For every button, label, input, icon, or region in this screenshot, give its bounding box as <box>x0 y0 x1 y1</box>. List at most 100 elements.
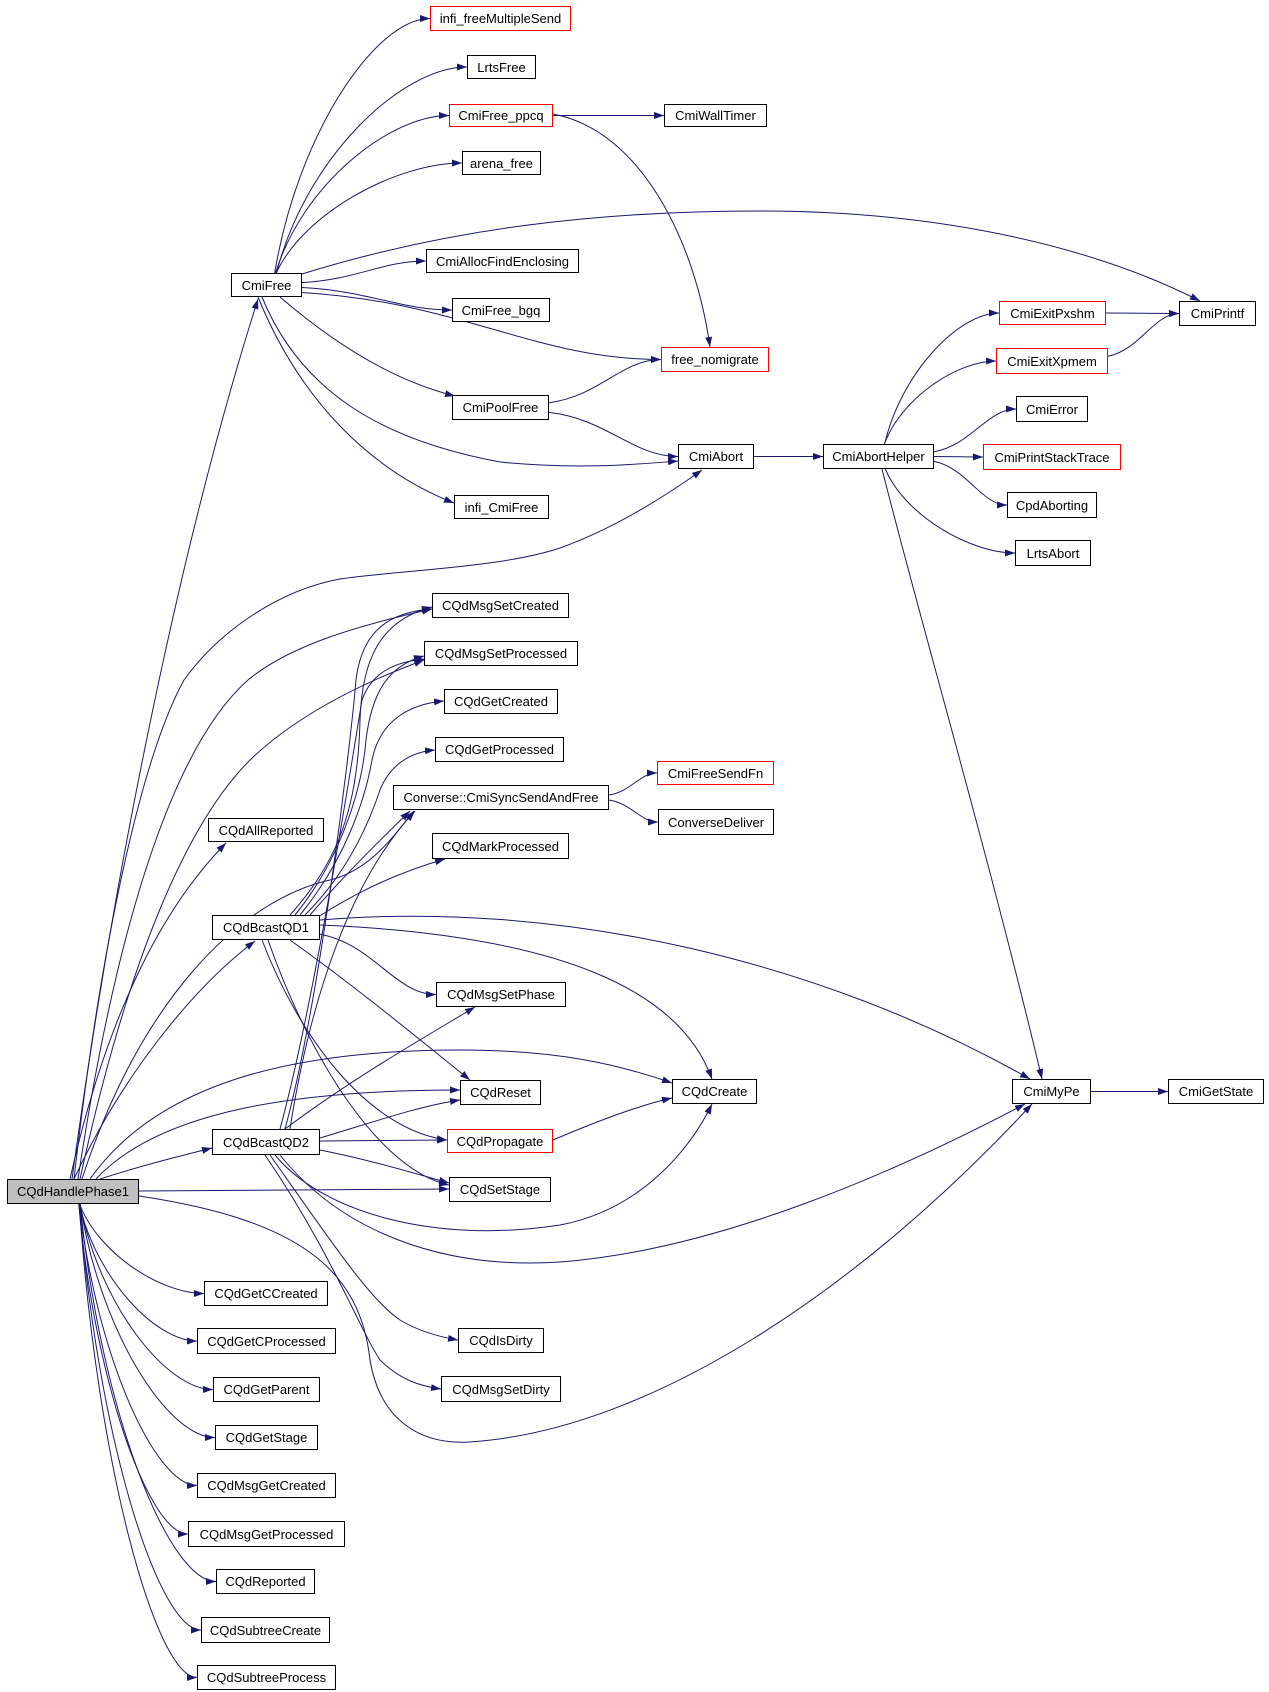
edge-cmifree-ppcq-to-free-nomigrate <box>552 113 713 348</box>
node-cqdpropagate[interactable]: CQdPropagate <box>447 1129 553 1153</box>
edge-cqdhandlephase1-to-cmiabort <box>73 469 703 1180</box>
node-cqdsubtreecreate[interactable]: CQdSubtreeCreate <box>201 1617 330 1643</box>
edge-cqdbcastqd2-to-cmimype <box>279 1103 1026 1264</box>
node-cmiaborthelper[interactable]: CmiAbortHelper <box>823 444 934 469</box>
node-cqdreported[interactable]: CQdReported <box>216 1569 315 1594</box>
node-cqdmsggetcreated[interactable]: CQdMsgGetCreated <box>197 1473 336 1498</box>
edge-cmiaborthelper-to-cmimype <box>881 468 1044 1080</box>
edge-cqdbcastqd1-to-cqdgetcreated <box>299 698 445 916</box>
edge-cmiaborthelper-to-cmierror <box>933 405 1017 453</box>
node-cqdcreate[interactable]: CQdCreate <box>672 1079 757 1104</box>
node-cmiwalltimer[interactable]: CmiWallTimer <box>664 104 767 127</box>
node-cqdgetstage[interactable]: CQdGetStage <box>215 1425 318 1450</box>
node-cmigetstate[interactable]: CmiGetState <box>1168 1079 1264 1104</box>
node-cqdgetccreated[interactable]: CQdGetCCreated <box>204 1281 328 1306</box>
edge-cqdbcastqd2-to-cqdmsgsetdirty <box>264 1154 442 1392</box>
edge-cqdhandlephase1-to-cqdgetstage <box>79 1203 216 1441</box>
node-cqdmsgsetprocessed[interactable]: CQdMsgSetProcessed <box>424 641 578 666</box>
node-cqdsubtreeprocess[interactable]: CQdSubtreeProcess <box>197 1665 336 1690</box>
node-cmiexitxpmem[interactable]: CmiExitXpmem <box>996 348 1108 374</box>
edge-cqdbcastqd2-to-cqdisdirty <box>269 1154 459 1342</box>
node-lrtsfree[interactable]: LrtsFree <box>467 55 536 79</box>
node-cqdallreported[interactable]: CQdAllReported <box>208 818 324 842</box>
node-cmiabort[interactable]: CmiAbort <box>678 444 754 469</box>
node-converse-cmisyncsendandfree[interactable]: Converse::CmiSyncSendAndFree <box>393 785 609 810</box>
node-cqdbcastqd1[interactable]: CQdBcastQD1 <box>212 915 320 940</box>
edge-cqdbcastqd1-to-cqdsetstage <box>267 939 450 1187</box>
edge-cmiaborthelper-to-cmiexitxpmem <box>883 357 997 445</box>
node-cqdmsgsetcreated[interactable]: CQdMsgSetCreated <box>432 593 569 618</box>
edge-cqdbcastqd1-to-cqdmarkprocessed <box>317 858 446 918</box>
edge-cqdhandlephase1-to-cqdbcastqd1 <box>73 940 256 1180</box>
node-cmiprintstacktrace[interactable]: CmiPrintStackTrace <box>983 444 1121 470</box>
edge-cqdhandlephase1-to-cqdreset <box>95 1086 461 1180</box>
node-cqdmarkprocessed[interactable]: CQdMarkProcessed <box>432 833 569 859</box>
edge-cqdhandlephase1-to-cqdsetstage <box>138 1185 450 1193</box>
edge-cmiaborthelper-to-cpdaborting <box>933 460 1008 509</box>
node-cqdmsggetprocessed[interactable]: CQdMsgGetProcessed <box>188 1521 345 1547</box>
edge-cqdbcastqd1-to-cqdmsgsetprocessed <box>294 655 425 916</box>
node-cmifree-ppcq[interactable]: CmiFree_ppcq <box>449 104 553 127</box>
node-cmiprintf[interactable]: CmiPrintf <box>1179 301 1256 326</box>
node-cmiexitpxshm[interactable]: CmiExitPxshm <box>999 301 1106 325</box>
node-infi-freemultiplesend[interactable]: infi_freeMultipleSend <box>430 6 571 31</box>
node-cqdsetstage[interactable]: CQdSetStage <box>449 1177 551 1202</box>
edge-cqdhandlephase1-to-cqdgetccreated <box>79 1203 205 1297</box>
node-cmimype[interactable]: CmiMyPe <box>1012 1079 1091 1104</box>
edge-cmifree-to-cmiabort <box>261 296 679 467</box>
edge-cmiaborthelper-to-cmiexitpxshm <box>884 309 1000 445</box>
edge-cqdhandlephase1-to-cqdbcastqd2 <box>99 1147 213 1180</box>
edge-cmifree-to-arena-free <box>275 159 463 274</box>
node-cqdreset[interactable]: CQdReset <box>460 1080 541 1105</box>
node-cqdgetparent[interactable]: CQdGetParent <box>213 1377 320 1402</box>
node-lrtsabort[interactable]: LrtsAbort <box>1015 540 1091 566</box>
node-cmiallocfindenclosing[interactable]: CmiAllocFindEnclosing <box>426 249 579 273</box>
edge-cqdpropagate-to-cqdcreate <box>552 1096 673 1141</box>
edge-cqdbcastqd2-to-cqdmsgsetcreated <box>284 606 433 1130</box>
edge-cqdbcastqd2-to-cqdcreate <box>274 1103 713 1232</box>
edge-cqdbcastqd1-to-cqdreset <box>289 939 471 1081</box>
node-cpdaborting[interactable]: CpdAborting <box>1007 492 1097 518</box>
edge-cmipoolfree-to-cmiabort <box>548 411 679 460</box>
edge-cqdhandlephase1-to-cqdmsgsetcreated <box>77 607 433 1180</box>
edge-cqdhandlephase1-to-cqdmsggetcreated <box>78 1203 198 1489</box>
node-cmierror[interactable]: CmiError <box>1016 396 1088 422</box>
edge-cmiaborthelper-to-lrtsabort <box>884 468 1016 557</box>
edge-cqdhandlephase1-to-cqdreported <box>79 1203 217 1585</box>
node-cmifreesendfn[interactable]: CmiFreeSendFn <box>657 761 774 785</box>
edge-cqdhandlephase1-to-cqdsubtreecreate <box>78 1203 202 1634</box>
edge-cqdhandlephase1-to-cqdmsgsetprocessed <box>79 659 425 1180</box>
node-cmipoolfree[interactable]: CmiPoolFree <box>452 395 549 420</box>
edge-cmifree-to-infi-cmifree <box>257 296 455 504</box>
edge-cmifree-to-cmipoolfree <box>279 296 456 398</box>
node-cqdgetcprocessed[interactable]: CQdGetCProcessed <box>197 1328 336 1354</box>
edge-cqdbcastqd1-to-converse-cmisyncsendandfree <box>309 810 411 916</box>
edge-cmifree-to-free-nomigrate <box>301 291 662 363</box>
node-cmifree-bgq[interactable]: CmiFree_bgq <box>452 298 550 322</box>
edge-cmifree-to-cmiallocfindenclosing <box>301 257 427 284</box>
node-cqdmsgsetphase[interactable]: CQdMsgSetPhase <box>436 982 566 1007</box>
node-cqdbcastqd2[interactable]: CQdBcastQD2 <box>212 1129 320 1155</box>
edge-cqdhandlephase1-to-cqdgetcprocessed <box>78 1203 198 1345</box>
edge-cqdhandlephase1-to-cqdallreported <box>69 842 227 1180</box>
edge-cqdbcastqd2-to-cqdpropagate <box>319 1136 448 1144</box>
node-infi-cmifree[interactable]: infi_CmiFree <box>454 495 549 519</box>
node-cqdgetprocessed[interactable]: CQdGetProcessed <box>435 737 564 762</box>
edge-cqdhandlephase1-to-cqdgetparent <box>79 1203 214 1393</box>
edge-cmifree-to-lrtsfree <box>276 63 468 274</box>
node-cqdmsgsetdirty[interactable]: CQdMsgSetDirty <box>441 1376 561 1402</box>
edge-cqdhandlephase1-to-cmimype <box>138 1103 1033 1443</box>
edge-cmifree-to-infi-freemultiplesend <box>274 15 431 274</box>
edge-cmipoolfree-to-free-nomigrate <box>548 356 662 404</box>
node-cqdgetcreated[interactable]: CQdGetCreated <box>444 689 558 714</box>
node-conversedeliver[interactable]: ConverseDeliver <box>658 809 774 835</box>
edge-cqdbcastqd2-to-cqdmsgsetprocessed <box>279 656 425 1130</box>
edge-cqdbcastqd1-to-cqdgetprocessed <box>304 747 436 916</box>
node-free-nomigrate[interactable]: free_nomigrate <box>661 347 769 372</box>
node-cmifree[interactable]: CmiFree <box>231 273 302 297</box>
edge-cqdbcastqd2-to-cqdreset <box>319 1098 461 1139</box>
node-cqdisdirty[interactable]: CQdIsDirty <box>458 1328 544 1353</box>
edge-cqdhandlephase1-to-cqdmsggetprocessed <box>78 1203 189 1538</box>
node-arena-free[interactable]: arena_free <box>462 151 541 175</box>
edge-cqdbcastqd2-to-converse-cmisyncsendandfree <box>289 810 416 1130</box>
